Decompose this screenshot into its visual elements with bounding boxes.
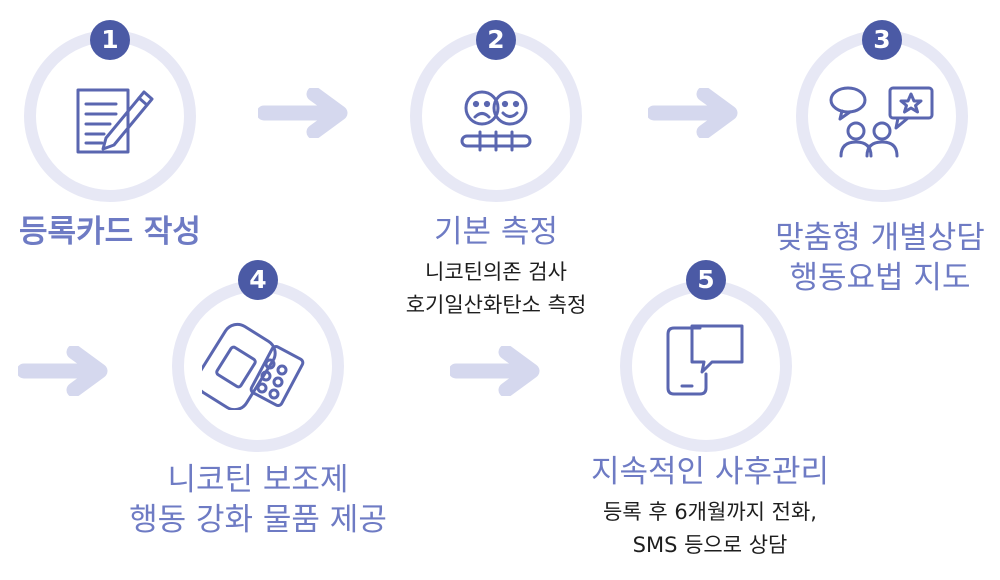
step-2-desc-line-1: 니코틴의존 검사 <box>425 260 567 284</box>
patch-and-pills-icon <box>202 322 305 410</box>
step-3-title-line-2: 행동요법 지도 <box>789 260 971 296</box>
arrow-4-to-5 <box>450 346 540 396</box>
step-5-desc-line-1: 등록 후 6개월까지 전화, <box>603 500 817 524</box>
arrow-1-to-2 <box>258 88 348 138</box>
phone-message-icon <box>666 324 744 396</box>
step-2-number-badge: 2 <box>476 20 516 60</box>
step-3-title-line-1: 맞춤형 개별상담 <box>775 220 985 256</box>
step-2-desc-line-2: 호기일산화탄소 측정 <box>405 293 587 317</box>
step-4-title-line-2: 행동 강화 물품 제공 <box>129 502 387 538</box>
step-5-number-badge: 5 <box>686 260 726 300</box>
step-4-title-line-1: 니코틴 보조제 <box>167 462 349 498</box>
step-2-description: 니코틴의존 검사 호기일산화탄소 측정 <box>366 256 626 322</box>
step-5-description: 등록 후 6개월까지 전화, SMS 등으로 상담 <box>560 496 860 562</box>
step-3-number-badge: 3 <box>862 20 902 60</box>
step-1-number-badge: 1 <box>90 20 130 60</box>
step-5-desc-line-2: SMS 등으로 상담 <box>632 533 788 557</box>
step-2-title: 기본 측정 <box>434 214 558 250</box>
pencil-paper-icon <box>76 88 154 154</box>
arrow-3-to-4 <box>18 346 108 396</box>
faces-measurement-icon <box>460 90 532 152</box>
counseling-chat-icon <box>829 86 934 158</box>
arrow-2-to-3 <box>648 88 738 138</box>
step-5-title: 지속적인 사후관리 <box>590 454 829 490</box>
step-3-title: 맞춤형 개별상담 행동요법 지도 <box>760 218 1000 298</box>
step-4-number-badge: 4 <box>238 260 278 300</box>
step-4-title: 니코틴 보조제 행동 강화 물품 제공 <box>118 460 398 540</box>
step-1-title: 등록카드 작성 <box>19 214 201 250</box>
